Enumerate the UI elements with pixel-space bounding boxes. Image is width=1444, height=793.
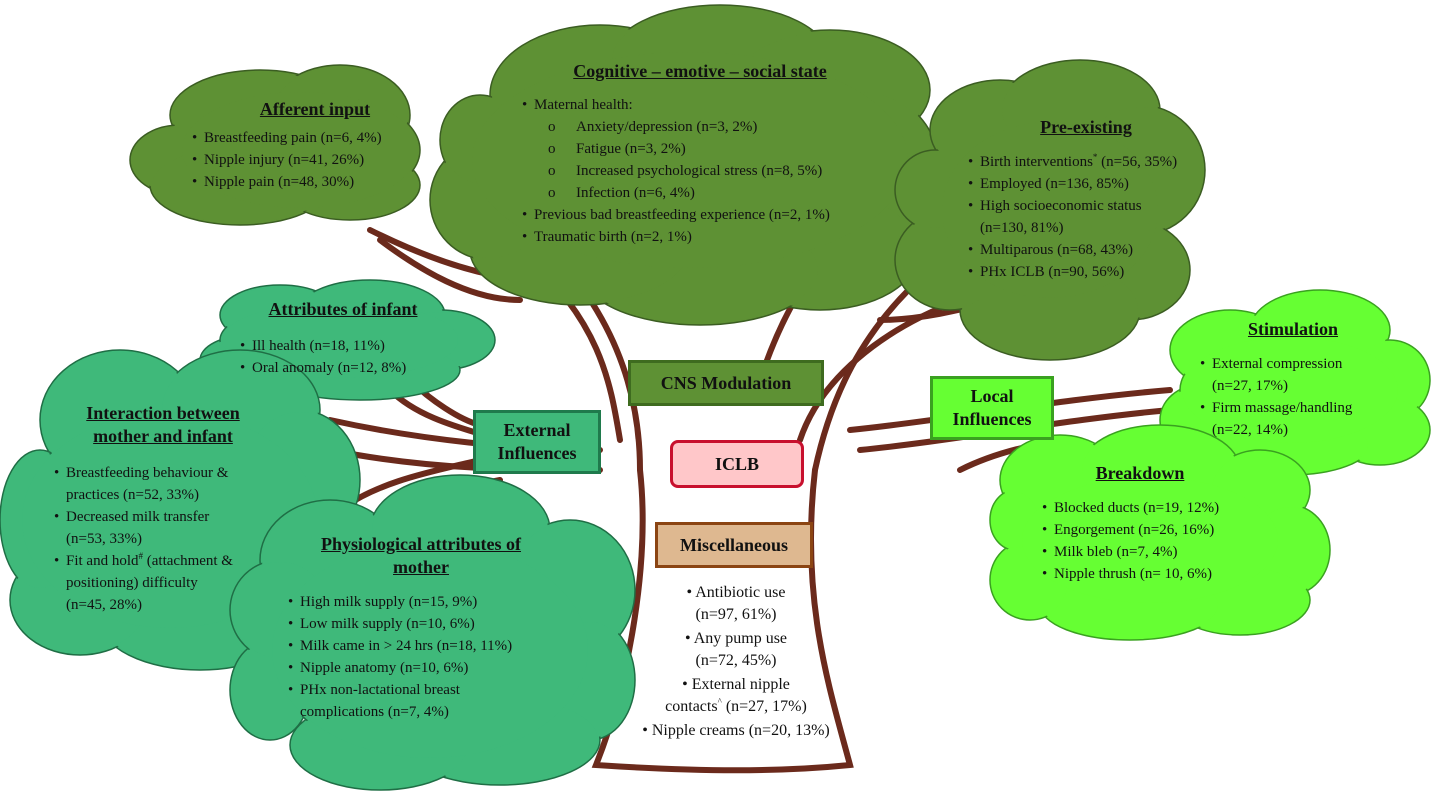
misc-item: • Any pump use(n=72, 45%) <box>684 630 788 669</box>
infant-panel: Attributes of infant Ill health (n=18, 1… <box>238 298 448 379</box>
cognitive-sub-item: Infection (n=6, 4%) <box>520 182 880 204</box>
external-influences-label-1: External <box>503 420 571 440</box>
preexisting-item-phx: PHx ICLB (n=90, 56%) <box>966 261 1206 283</box>
physiological-panel: Physiological attributes of mother High m… <box>286 533 556 723</box>
local-influences-box: Local Influences <box>930 376 1054 440</box>
stimulation-title: Stimulation <box>1247 319 1339 339</box>
birth-sup: * <box>1092 152 1098 162</box>
cognitive-panel: Cognitive – emotive – social state Mater… <box>520 60 880 248</box>
stimulation-ec-1: External compression <box>1212 356 1343 372</box>
cognitive-item: Traumatic birth (n=2, 1%) <box>520 226 880 248</box>
local-influences-label-1: Local <box>970 386 1014 406</box>
preexisting-item-employed: Employed (n=136, 85%) <box>966 173 1206 195</box>
infant-title: Attributes of infant <box>268 299 418 319</box>
breakdown-title: Breakdown <box>1095 463 1185 483</box>
cognitive-maternal-health: Maternal health: <box>520 94 880 116</box>
physiological-title-1: Physiological attributes of <box>321 534 521 554</box>
cns-modulation-label: CNS Modulation <box>660 372 792 393</box>
misc-ab-2: (n=97, 61%) <box>695 606 777 623</box>
preexisting-title: Pre-existing <box>1040 117 1132 137</box>
preexisting-item-multiparous: Multiparous (n=68, 43%) <box>966 239 1206 261</box>
iclb-label: ICLB <box>714 453 759 474</box>
interaction-dmt-1: Decreased milk transfer <box>66 509 210 525</box>
afferent-input-title: Afferent input <box>259 99 371 119</box>
preexisting-item-birth: Birth interventions* (n=56, 35%) <box>966 151 1206 173</box>
breakdown-panel: Breakdown Blocked ducts (n=19, 12%) Engo… <box>1040 462 1270 585</box>
external-influences-label-2: Influences <box>497 443 577 463</box>
cognitive-item: Previous bad breastfeeding experience (n… <box>520 204 880 226</box>
interaction-fit-3: (n=45, 28%) <box>66 597 142 613</box>
physiological-item: Nipple anatomy (n=10, 6%) <box>286 657 556 679</box>
misc-item: • Nipple creams (n=20, 13%) <box>642 722 830 739</box>
external-influences-box: External Influences <box>473 410 601 474</box>
physiological-title: Physiological attributes of mother <box>286 533 556 579</box>
interaction-title-1: Interaction between <box>86 403 240 423</box>
interaction-fit-sup: # <box>138 551 144 561</box>
stimulation-fm-1: Firm massage/handling <box>1212 400 1353 416</box>
birth-text: Birth interventions <box>980 154 1093 170</box>
miscellaneous-box: Miscellaneous <box>655 522 813 568</box>
misc-ext-sup: ^ <box>717 696 722 707</box>
infant-item: Oral anomaly (n=12, 8%) <box>238 357 448 379</box>
afferent-item: Nipple pain (n=48, 30%) <box>190 171 440 193</box>
preexisting-item-ses: High socioeconomic status (n=130, 81%) <box>966 195 1206 239</box>
miscellaneous-panel: • Antibiotic use(n=97, 61%) • Any pump u… <box>620 582 852 742</box>
physiological-item: Milk came in > 24 hrs (n=18, 11%) <box>286 635 556 657</box>
interaction-item: Fit and hold# (attachment & positioning) … <box>52 550 274 616</box>
preexisting-panel: Pre-existing Birth interventions* (n=56,… <box>966 116 1206 283</box>
stimulation-ec-2: (n=27, 17%) <box>1212 378 1288 394</box>
misc-item: • Antibiotic use(n=97, 61%) <box>686 584 786 623</box>
interaction-title-2: mother and infant <box>93 426 233 446</box>
physiological-phx-2: complications (n=7, 4%) <box>300 704 449 720</box>
infant-item: Ill health (n=18, 11%) <box>238 335 448 357</box>
breakdown-item: Engorgement (n=26, 16%) <box>1040 519 1270 541</box>
physiological-title-2: mother <box>393 557 449 577</box>
afferent-item: Nipple injury (n=41, 26%) <box>190 149 440 171</box>
interaction-panel: Interaction between mother and infant Bre… <box>52 402 274 616</box>
interaction-item: Breastfeeding behaviour & practices (n=52… <box>52 462 274 506</box>
cns-modulation-box: CNS Modulation <box>628 360 824 406</box>
interaction-bb-1: Breastfeeding behaviour & <box>66 465 229 481</box>
physiological-item: Low milk supply (n=10, 6%) <box>286 613 556 635</box>
stimulation-panel: Stimulation External compression (n=27, 1… <box>1198 318 1388 441</box>
afferent-item: Breastfeeding pain (n=6, 4%) <box>190 127 440 149</box>
misc-ext-1: External nipple <box>691 676 790 693</box>
birth-count: (n=56, 35%) <box>1097 154 1178 170</box>
breakdown-item: Blocked ducts (n=19, 12%) <box>1040 497 1270 519</box>
misc-pump-2: (n=72, 45%) <box>695 652 777 669</box>
local-influences-label-2: Influences <box>952 409 1032 429</box>
misc-pump-1: Any pump use <box>693 630 788 647</box>
interaction-fit-b: (attachment & <box>143 553 233 569</box>
interaction-fit-2: positioning) difficulty <box>66 575 198 591</box>
misc-creams: Nipple creams (n=20, 13%) <box>651 722 830 739</box>
interaction-title: Interaction between mother and infant <box>52 402 274 448</box>
stimulation-fm-2: (n=22, 14%) <box>1212 422 1288 438</box>
miscellaneous-label: Miscellaneous <box>680 534 788 555</box>
stimulation-item: Firm massage/handling (n=22, 14%) <box>1198 397 1388 441</box>
misc-ext-2b: (n=27, 17%) <box>721 698 807 715</box>
interaction-fit-a: Fit and hold <box>66 553 139 569</box>
breakdown-item: Nipple thrush (n= 10, 6%) <box>1040 563 1270 585</box>
cognitive-title: Cognitive – emotive – social state <box>573 61 827 81</box>
physiological-item: PHx non-lactational breast complications … <box>286 679 556 723</box>
cognitive-sub-item: Fatigue (n=3, 2%) <box>520 138 880 160</box>
cognitive-sub-item: Increased psychological stress (n=8, 5%) <box>520 160 880 182</box>
physiological-item: High milk supply (n=15, 9%) <box>286 591 556 613</box>
cognitive-sub-item: Anxiety/depression (n=3, 2%) <box>520 116 880 138</box>
ses-line-2: (n=130, 81%) <box>980 220 1064 236</box>
physiological-phx-1: PHx non-lactational breast <box>300 682 460 698</box>
interaction-bb-2: practices (n=52, 33%) <box>66 487 199 503</box>
stimulation-item: External compression (n=27, 17%) <box>1198 353 1388 397</box>
misc-ext-2a: contacts <box>665 698 718 715</box>
interaction-item: Decreased milk transfer (n=53, 33%) <box>52 506 274 550</box>
ses-line-1: High socioeconomic status <box>980 198 1142 214</box>
interaction-dmt-2: (n=53, 33%) <box>66 531 142 547</box>
iclb-box: ICLB <box>670 440 804 488</box>
misc-ab-1: Antibiotic use <box>695 584 786 601</box>
afferent-input-panel: Afferent input Breastfeeding pain (n=6, … <box>190 98 440 193</box>
breakdown-item: Milk bleb (n=7, 4%) <box>1040 541 1270 563</box>
